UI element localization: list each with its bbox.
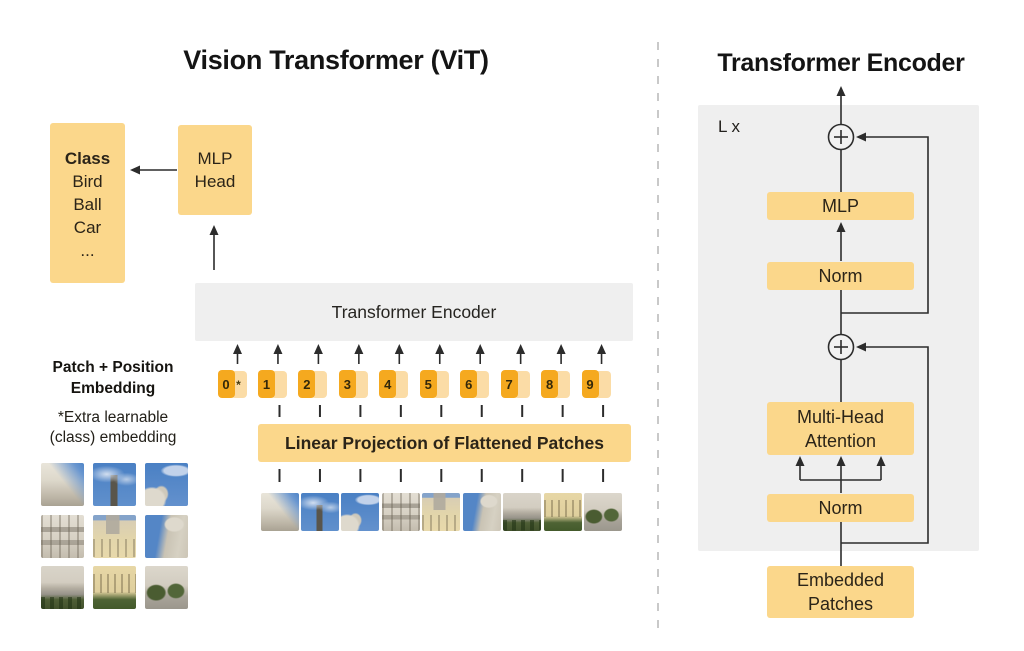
- arrow-up-icon: [556, 344, 566, 354]
- mlp-head-to-class-arrow: [130, 165, 177, 175]
- token-position-box: 7: [500, 370, 518, 398]
- arrow-up-icon: [313, 344, 323, 354]
- norm-box-top: Norm: [767, 262, 914, 290]
- flattened-image-patch: [300, 493, 339, 531]
- left-panel-title: Vision Transformer (ViT): [183, 45, 489, 75]
- token-pair-6: 6: [460, 370, 490, 398]
- token-position-box: 2: [298, 370, 316, 398]
- linear-projection-box: Linear Projection of Flattened Patches: [258, 424, 631, 462]
- multi-head-attention-box: Multi-Head Attention: [767, 402, 914, 455]
- arrow-up-icon: [435, 344, 445, 354]
- flattened-image-patch: [462, 493, 501, 531]
- patch-position-embedding-label: Patch + Position Embedding: [52, 359, 174, 397]
- arrow-up-icon: [209, 225, 219, 235]
- token-embedding-box: [513, 371, 530, 398]
- class-heading: Class: [64, 149, 111, 168]
- class-item: Car: [73, 218, 102, 237]
- flattened-image-patch: [584, 493, 623, 531]
- token-embedding-box: [392, 371, 409, 398]
- flattened-image-patch: [260, 493, 299, 531]
- arrow-up-icon: [836, 86, 846, 96]
- transformer-encoder-box: Transformer Encoder: [195, 283, 633, 341]
- arrow-up-icon: [394, 344, 404, 354]
- token-embedding-box: [270, 371, 287, 398]
- class-item: Bird: [72, 172, 103, 191]
- token-pair-2: 2: [298, 370, 328, 398]
- token-embedding-box: [473, 371, 490, 398]
- transformer-encoder-label: Transformer Encoder: [331, 301, 497, 322]
- flattened-image-patch: [341, 493, 380, 531]
- token-pair-1: 1: [257, 370, 288, 398]
- token-position-box: 9: [581, 370, 599, 398]
- loop-count-label: L x: [718, 117, 741, 136]
- mlp-box: MLP: [767, 192, 914, 220]
- token-pair-4: 4: [379, 370, 409, 398]
- token-embedding-box: [351, 371, 368, 398]
- image-patch-grid-cell: [93, 514, 136, 558]
- token-embedding-box: [311, 371, 328, 398]
- image-patch-grid-cell: [41, 566, 84, 609]
- class-output-box: Class Bird Ball Car ...: [50, 123, 125, 283]
- class-item: ...: [80, 241, 95, 260]
- arrow-up-icon: [273, 344, 283, 354]
- token-pair-5: 5: [419, 370, 450, 398]
- token-position-box: 8: [541, 370, 559, 398]
- class-item: Ball: [73, 195, 102, 214]
- image-patch-grid-cell: [41, 514, 84, 558]
- image-patch-grid-cell: [145, 463, 188, 506]
- right-panel-title: Transformer Encoder: [717, 49, 965, 77]
- token-pair-0: *0: [217, 370, 248, 398]
- token-embedding-box: [554, 371, 571, 398]
- token-embedding-box: [432, 371, 449, 398]
- arrow-up-icon: [516, 344, 526, 354]
- arrow-left-icon: [130, 165, 140, 175]
- embedded-patches-box: Embedded Patches: [767, 566, 914, 618]
- arrow-up-icon: [597, 344, 607, 354]
- arrow-up-icon: [233, 344, 242, 354]
- token-pair-3: 3: [338, 370, 369, 398]
- flattened-image-patch: [422, 493, 461, 531]
- mlp-head-box: MLP Head: [178, 125, 252, 215]
- image-patch-grid-cell: [93, 463, 136, 506]
- image-patch-grid-cell: [145, 514, 188, 558]
- flattened-image-patch: [503, 493, 542, 531]
- image-patch-grid-cell: [41, 463, 84, 506]
- token-embedding-box: *: [230, 371, 247, 398]
- image-patch-grid-cell: [145, 566, 188, 609]
- token-pair-7: 7: [500, 370, 531, 398]
- token-embedding-box: [594, 371, 611, 398]
- token-position-box: 6: [460, 370, 478, 398]
- arrow-up-icon: [354, 344, 364, 354]
- image-patch-grid-cell: [93, 566, 136, 609]
- flattened-image-patch: [543, 493, 582, 531]
- token-position-box: 4: [379, 370, 397, 398]
- norm-box-bottom: Norm: [767, 494, 914, 522]
- token-pair-8: 8: [541, 370, 571, 398]
- token-position-box: 0: [217, 370, 235, 398]
- extra-learnable-embedding-note: *Extra learnable (class) embedding: [49, 409, 177, 446]
- token-position-box: 5: [419, 370, 437, 398]
- token-pair-9: 9: [581, 370, 612, 398]
- linear-projection-label: Linear Projection of Flattened Patches: [285, 432, 604, 453]
- encoder-detail-panel: [698, 105, 979, 551]
- flattened-image-patch: [381, 493, 420, 531]
- token-position-box: 1: [257, 370, 275, 398]
- encoder-to-mlp-head-arrow: [209, 225, 219, 270]
- arrow-up-icon: [475, 344, 485, 354]
- token-position-box: 3: [338, 370, 356, 398]
